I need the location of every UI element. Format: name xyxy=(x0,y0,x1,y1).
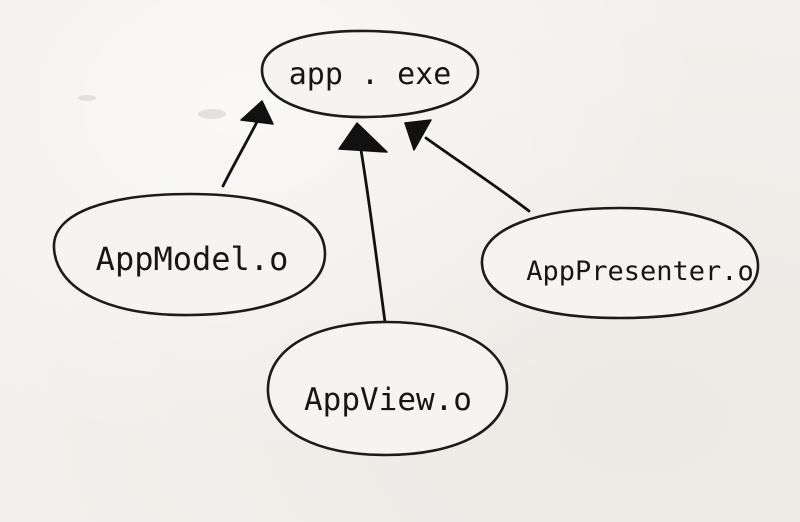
smudge-mark xyxy=(198,109,226,119)
node-app-model: AppModel.o xyxy=(52,192,327,317)
smudge-mark xyxy=(78,95,96,101)
edge-app-presenter-to-app-exe xyxy=(404,119,531,213)
node-app-presenter: AppPresenter.o xyxy=(480,206,760,320)
edge-app-model-to-app-exe xyxy=(221,100,274,188)
node-label: AppView.o xyxy=(304,382,472,418)
node-shape xyxy=(53,194,325,316)
arrowhead-icon xyxy=(404,119,432,151)
node-outline xyxy=(480,206,760,320)
arrowhead-icon xyxy=(338,122,388,153)
node-outline xyxy=(52,192,327,317)
edge-line xyxy=(221,118,260,188)
edge-line xyxy=(359,148,387,324)
edge-line xyxy=(424,136,531,213)
node-label: AppModel.o xyxy=(96,240,289,278)
paper-smudges xyxy=(78,95,226,119)
node-shape xyxy=(262,30,478,118)
node-shape xyxy=(267,322,507,455)
node-shape xyxy=(481,208,758,318)
node-label: AppPresenter.o xyxy=(526,256,754,287)
node-outline xyxy=(266,320,509,457)
node-app-exe: app . exe xyxy=(260,29,480,119)
arrowhead-icon xyxy=(240,100,274,125)
edge-app-view-to-app-exe xyxy=(338,122,388,324)
node-outline xyxy=(260,29,480,119)
node-app-view: AppView.o xyxy=(266,320,509,457)
node-label: app . exe xyxy=(289,57,452,92)
